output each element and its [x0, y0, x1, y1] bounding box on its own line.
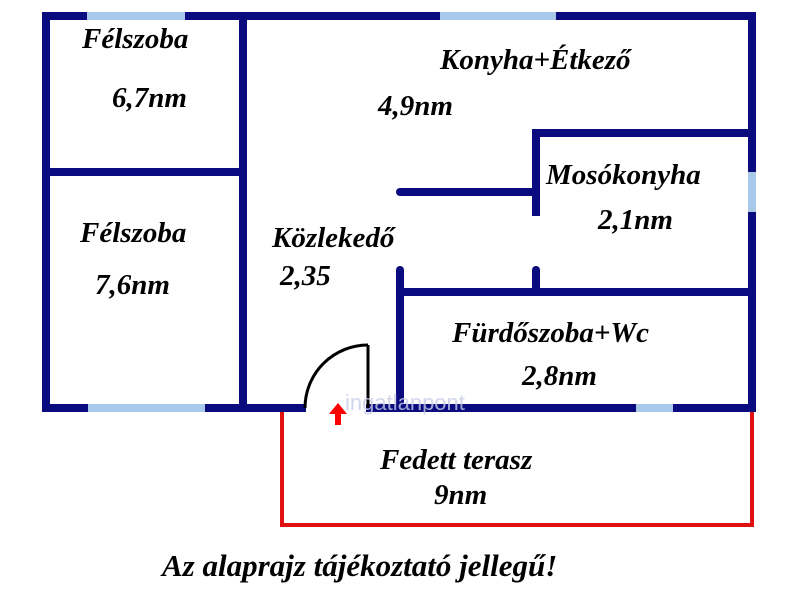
room-name: Félszoba: [80, 217, 187, 249]
room-area: 9nm: [434, 479, 488, 511]
room-name: Félszoba: [82, 23, 189, 55]
room-area: 2,8nm: [522, 360, 597, 392]
door: [303, 343, 370, 409]
terrace-outline: [280, 408, 754, 527]
room-name: Konyha+Étkező: [440, 44, 631, 76]
windows: [87, 12, 756, 412]
room-area: 6,7nm: [112, 82, 187, 114]
disclaimer: Az alaprajz tájékoztató jellegű!: [162, 548, 558, 583]
room-name: Fürdőszoba+Wc: [452, 317, 650, 349]
room-name: Fedett terasz: [380, 444, 533, 476]
wall-stubs: [396, 188, 540, 296]
entrance-arrow-icon: [329, 403, 347, 425]
room-area: 4,9nm: [378, 90, 453, 122]
watermark: ingatlanpont: [345, 390, 465, 415]
room-area: 2,1nm: [598, 204, 673, 236]
room-name: Közlekedő: [272, 222, 395, 254]
room-area: 7,6nm: [95, 269, 170, 301]
room-area: 2,35: [280, 260, 331, 292]
room-name: Mosókonyha: [546, 159, 701, 191]
walls: [42, 12, 756, 412]
